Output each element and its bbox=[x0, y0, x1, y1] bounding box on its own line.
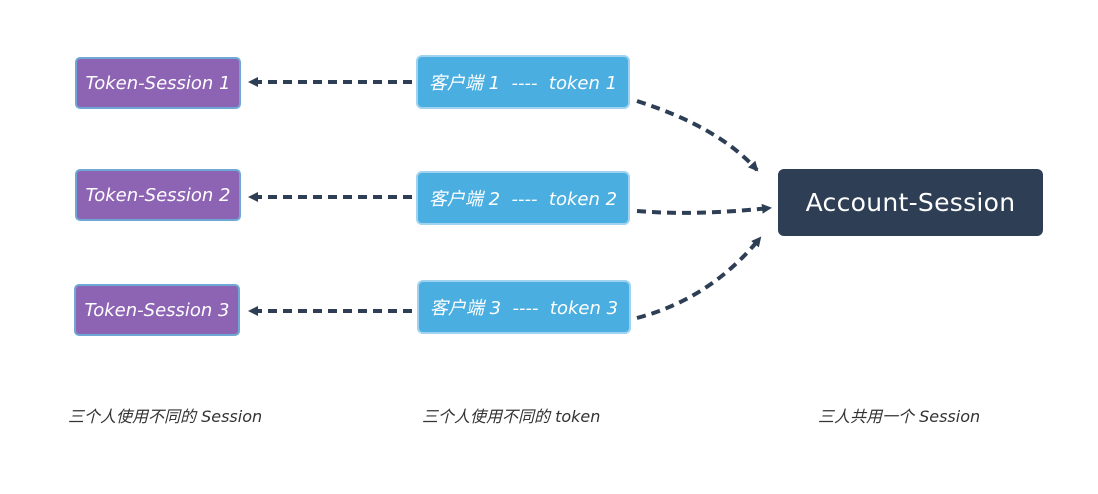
caption-right: 三人共用一个 Session bbox=[818, 407, 981, 426]
caption-left: 三个人使用不同的 Session bbox=[68, 407, 263, 426]
arrow-client2-to-account-session bbox=[636, 203, 772, 215]
client-1-label: 客户端 1 ---- token 1 bbox=[428, 73, 618, 94]
token-session-2-box: Token-Session 2 bbox=[75, 169, 241, 221]
client-3-box: 客户端 3 ---- token 3 bbox=[417, 280, 631, 334]
token-session-1-label: Token-Session 1 bbox=[85, 72, 231, 94]
token-session-3-label: Token-Session 3 bbox=[84, 299, 230, 321]
token-session-2-label: Token-Session 2 bbox=[85, 184, 231, 206]
account-session-label: Account-Session bbox=[805, 188, 1016, 217]
account-session-box: Account-Session bbox=[778, 169, 1043, 236]
client-3-label: 客户端 3 ---- token 3 bbox=[429, 298, 619, 319]
token-session-3-box: Token-Session 3 bbox=[74, 284, 240, 336]
arrow-client1-to-account-session bbox=[636, 99, 759, 172]
client-2-box: 客户端 2 ---- token 2 bbox=[416, 171, 630, 225]
arrow-client3-to-account-session bbox=[636, 236, 762, 320]
caption-middle: 三个人使用不同的 token bbox=[422, 407, 601, 426]
token-session-1-box: Token-Session 1 bbox=[75, 57, 241, 109]
client-1-box: 客户端 1 ---- token 1 bbox=[416, 55, 630, 109]
client-2-label: 客户端 2 ---- token 2 bbox=[428, 189, 618, 210]
